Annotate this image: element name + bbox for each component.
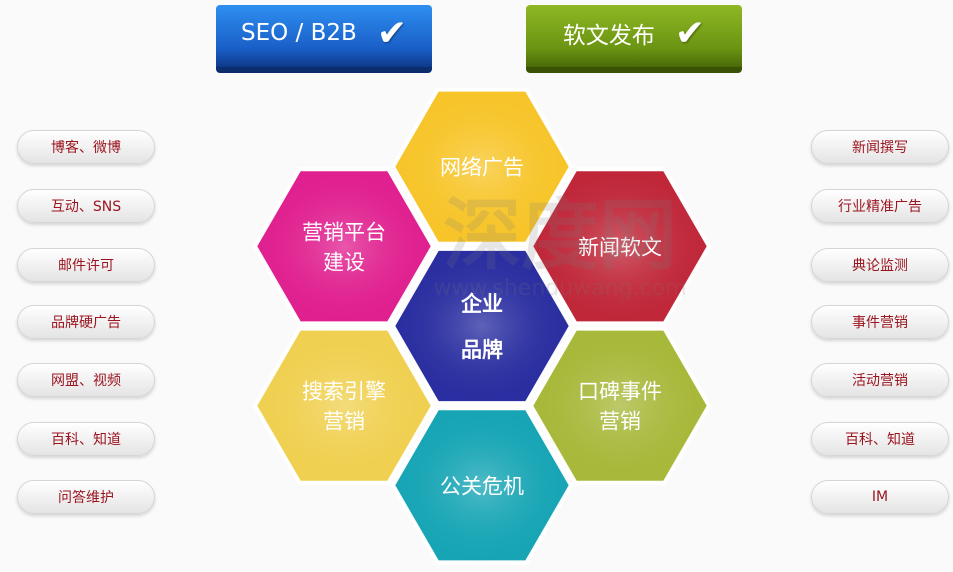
hexagon-label: 营销平台 <box>302 220 386 244</box>
check-icon: ✔ <box>674 12 706 54</box>
hexagon-label: 营销 <box>323 410 365 434</box>
soft-article-label: 软文发布 <box>562 23 655 49</box>
left-item[interactable]: 博客、微博 <box>17 130 155 164</box>
hexagon-label: 营销 <box>599 410 641 434</box>
hexagon-highlight <box>393 248 571 404</box>
hexagon-highlight <box>393 89 571 244</box>
right-item[interactable]: IM <box>811 480 949 514</box>
hexagon-highlight <box>255 328 433 483</box>
seo-b2b-label: SEO / B2B <box>241 20 357 46</box>
soft-article-button[interactable]: 软文发布 ✔ <box>526 5 742 73</box>
right-item[interactable]: 事件营销 <box>811 305 949 339</box>
watermark-url: www.shenduwang.com <box>433 276 686 301</box>
right-item[interactable]: 典论监测 <box>811 248 949 282</box>
hexagon-highlight <box>393 408 571 563</box>
watermark-logo: 深度网 <box>443 191 677 281</box>
hexagon-label: 品牌 <box>461 338 503 362</box>
left-item[interactable]: 网盟、视频 <box>17 363 155 397</box>
left-item[interactable]: 品牌硬广告 <box>17 305 155 339</box>
hexagon-label: 建设 <box>323 250 365 274</box>
right-item[interactable]: 活动营销 <box>811 363 949 397</box>
hexagon-label: 口碑事件 <box>578 380 662 404</box>
hexagon-label: 公关危机 <box>440 474 524 498</box>
hexagon-highlight <box>531 328 709 483</box>
left-item[interactable]: 百科、知道 <box>17 422 155 456</box>
check-icon: ✔ <box>376 12 407 54</box>
hexagon-label: 企业 <box>460 292 503 316</box>
left-item[interactable]: 问答维护 <box>17 480 155 514</box>
hexagon-highlight <box>255 169 433 324</box>
right-item[interactable]: 新闻撰写 <box>811 130 949 164</box>
hexagon-label: 新闻软文 <box>578 235 662 259</box>
hexagon-highlight <box>531 169 709 324</box>
hexagon-label: 网络广告 <box>440 156 524 180</box>
hexagon-label: 搜索引擎 <box>302 380 386 404</box>
left-item[interactable]: 互动、SNS <box>17 189 155 223</box>
right-item[interactable]: 行业精准广告 <box>811 189 949 223</box>
left-item[interactable]: 邮件许可 <box>17 248 155 282</box>
right-item[interactable]: 百科、知道 <box>811 422 949 456</box>
seo-b2b-button[interactable]: SEO / B2B ✔ <box>216 5 432 73</box>
